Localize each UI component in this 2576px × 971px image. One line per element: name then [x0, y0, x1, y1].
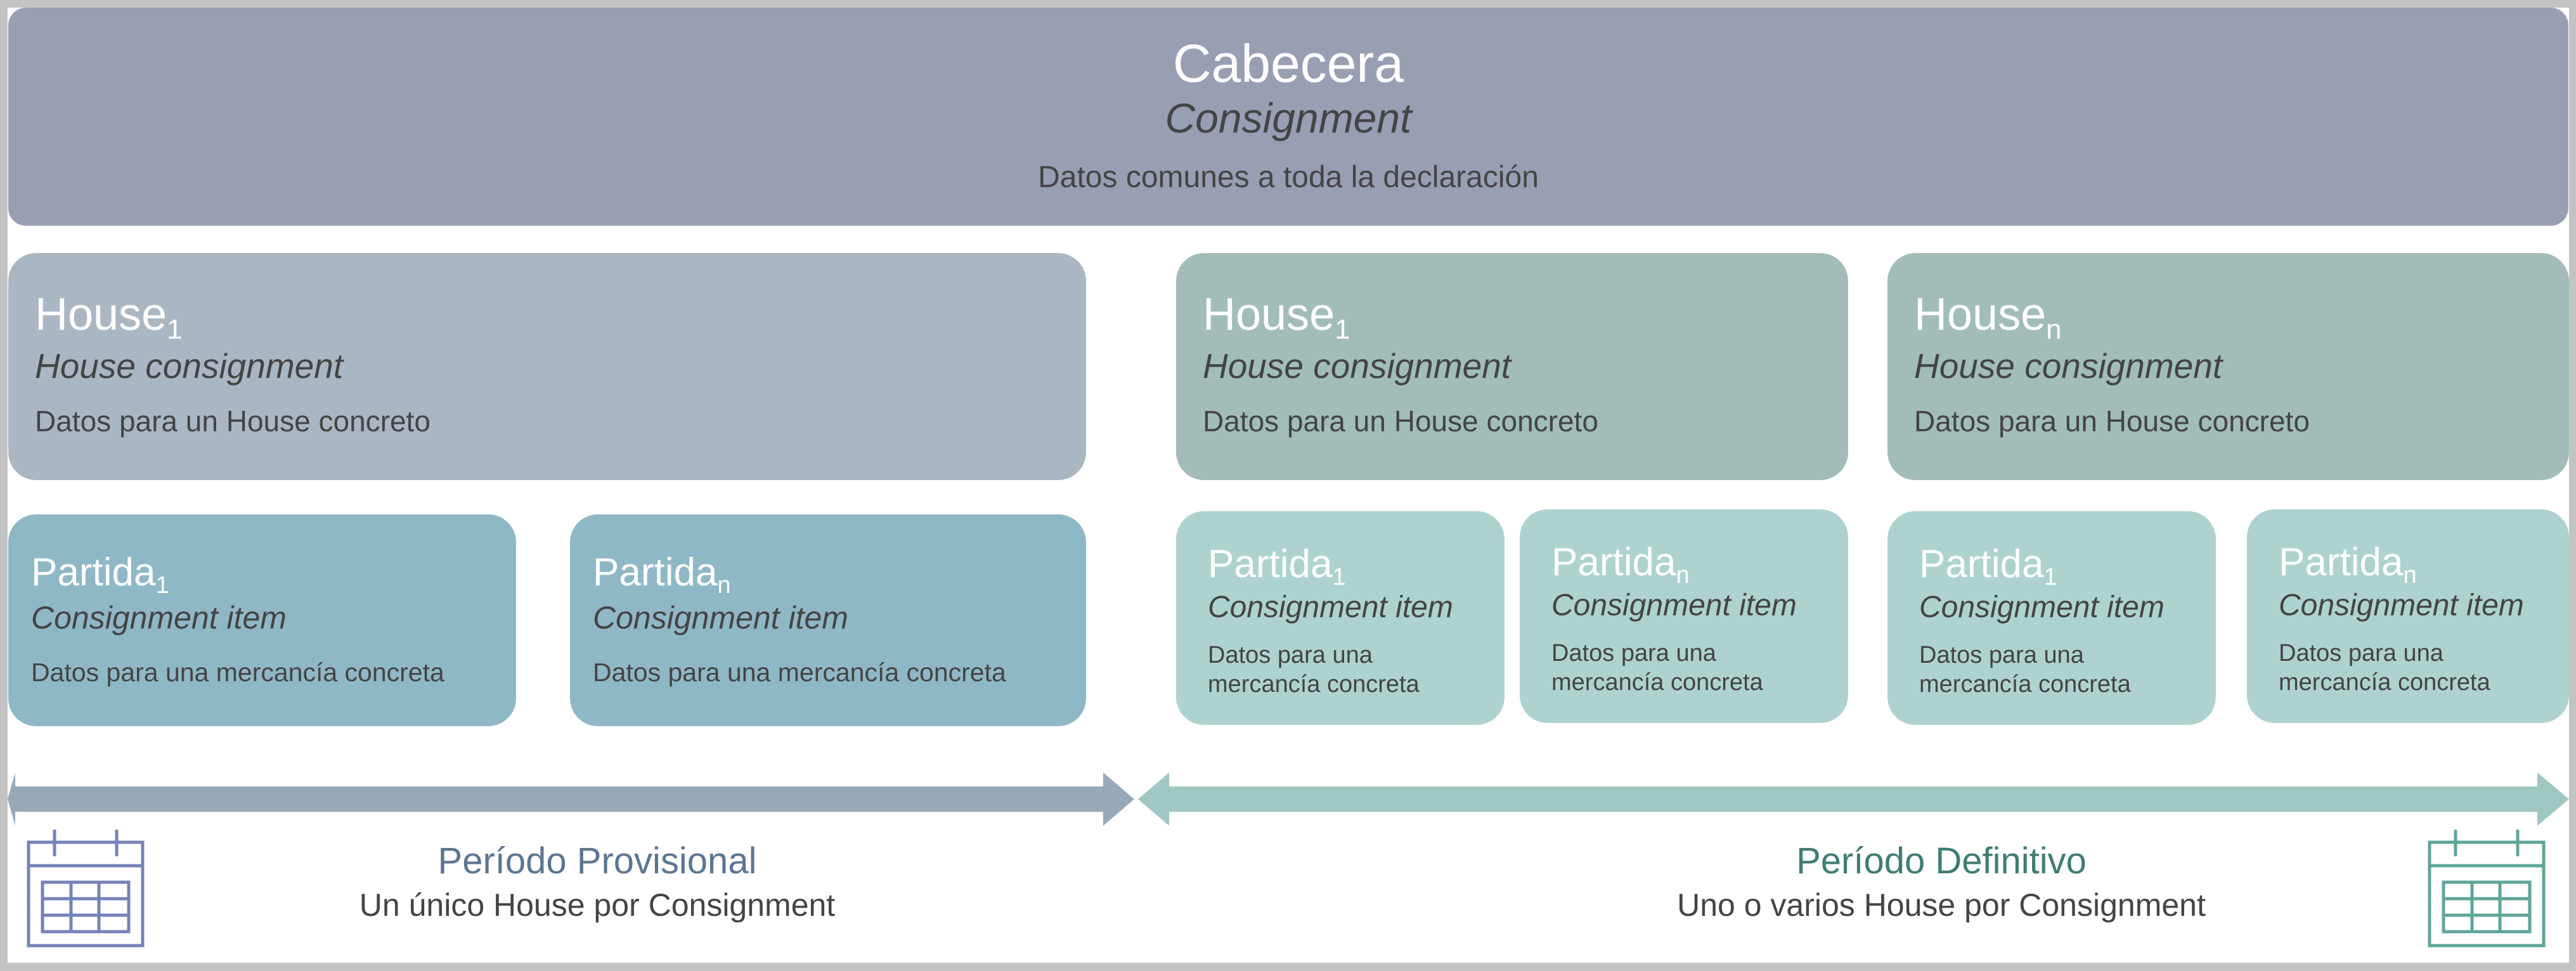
period-arrows [8, 772, 2569, 826]
header-block: Cabecera Consignment Datos comunes a tod… [8, 8, 2568, 226]
partida-subtitle: Consignment item [1551, 589, 1797, 622]
calendar-icon [2428, 830, 2546, 948]
header-description: Datos comunes a toda la declaración [1038, 160, 1539, 194]
definitivo-house-n-partida-n: Partidan Consignment item Datos para una… [2247, 509, 2569, 723]
partida-subtitle: Consignment item [31, 600, 287, 635]
partida-description: Datos para una mercancía concreta [1208, 642, 1420, 698]
provisional-period-arrow [8, 772, 1134, 826]
definitivo-house-1-partida-n: Partidan Consignment item Datos para una… [1520, 509, 1848, 723]
partida-title: Partida1 [1919, 542, 2057, 590]
provisional-period-title: Período Provisional [437, 840, 757, 882]
partida-subtitle: Consignment item [1208, 590, 1453, 624]
partida-index: n [717, 572, 731, 599]
provisional-partida-n: Partidan Consignment item Datos para una… [570, 514, 1086, 726]
partida-title: Partidan [2279, 540, 2417, 589]
provisional-period-subtitle: Un único House por Consignment [359, 887, 836, 923]
partida-description: Datos para una mercancía concreta [1919, 642, 2131, 698]
definitivo-house-n-block: Housen House consignment Datos para un H… [1887, 253, 2569, 480]
provisional-partida-1: Partida1 Consignment item Datos para una… [8, 514, 516, 726]
partida-description: Datos para una mercancía concreta [2279, 640, 2490, 696]
house-subtitle: House consignment [35, 346, 344, 386]
house-index: n [2046, 314, 2062, 345]
house-description: Datos para un House concreto [1203, 405, 1598, 438]
partida-index: n [2403, 562, 2417, 589]
house-subtitle: House consignment [1914, 346, 2223, 386]
provisional-house-block: House1 House consignment Datos para un H… [8, 253, 1086, 480]
partida-index: n [1676, 562, 1690, 589]
house-description: Datos para un House concreto [1914, 405, 2310, 438]
partida-title: Partidan [1551, 540, 1690, 589]
partida-index: 1 [1332, 564, 1346, 590]
definitivo-period-arrow [1138, 772, 2569, 826]
house-index: 1 [1335, 314, 1350, 345]
partida-title: Partida1 [1208, 542, 1346, 590]
diagram-canvas: Cabecera Consignment Datos comunes a tod… [8, 8, 2569, 963]
partida-title: Partidan [593, 551, 731, 599]
definitivo-house-1-block: House1 House consignment Datos para un H… [1176, 253, 1848, 480]
house-title: House1 [1203, 289, 1350, 345]
partida-description: Datos para una mercancía concreta [31, 658, 444, 687]
partida-index: 1 [2043, 564, 2057, 590]
house-description: Datos para un House concreto [35, 405, 430, 438]
calendar-icon [27, 830, 145, 948]
definitivo-house-1-partida-1: Partida1 Consignment item Datos para una… [1176, 511, 1505, 725]
header-subtitle: Consignment [1165, 94, 1412, 141]
definitivo-period-subtitle: Uno o varios House por Consignment [1677, 887, 2206, 923]
header-title: Cabecera [1172, 34, 1404, 93]
partida-subtitle: Consignment item [1919, 590, 2165, 624]
house-title: Housen [1914, 289, 2062, 345]
partida-index: 1 [155, 572, 169, 599]
partida-title: Partida1 [31, 551, 169, 599]
partida-description: Datos para una mercancía concreta [593, 658, 1006, 687]
house-subtitle: House consignment [1203, 346, 1511, 386]
partida-description: Datos para una mercancía concreta [1551, 640, 1763, 696]
partida-subtitle: Consignment item [2279, 589, 2524, 622]
definitivo-house-n-partida-1: Partida1 Consignment item Datos para una… [1887, 511, 2216, 725]
house-title: House1 [35, 289, 183, 345]
definitivo-period-title: Período Definitivo [1796, 840, 2087, 882]
house-index: 1 [167, 314, 183, 345]
partida-subtitle: Consignment item [593, 600, 848, 635]
